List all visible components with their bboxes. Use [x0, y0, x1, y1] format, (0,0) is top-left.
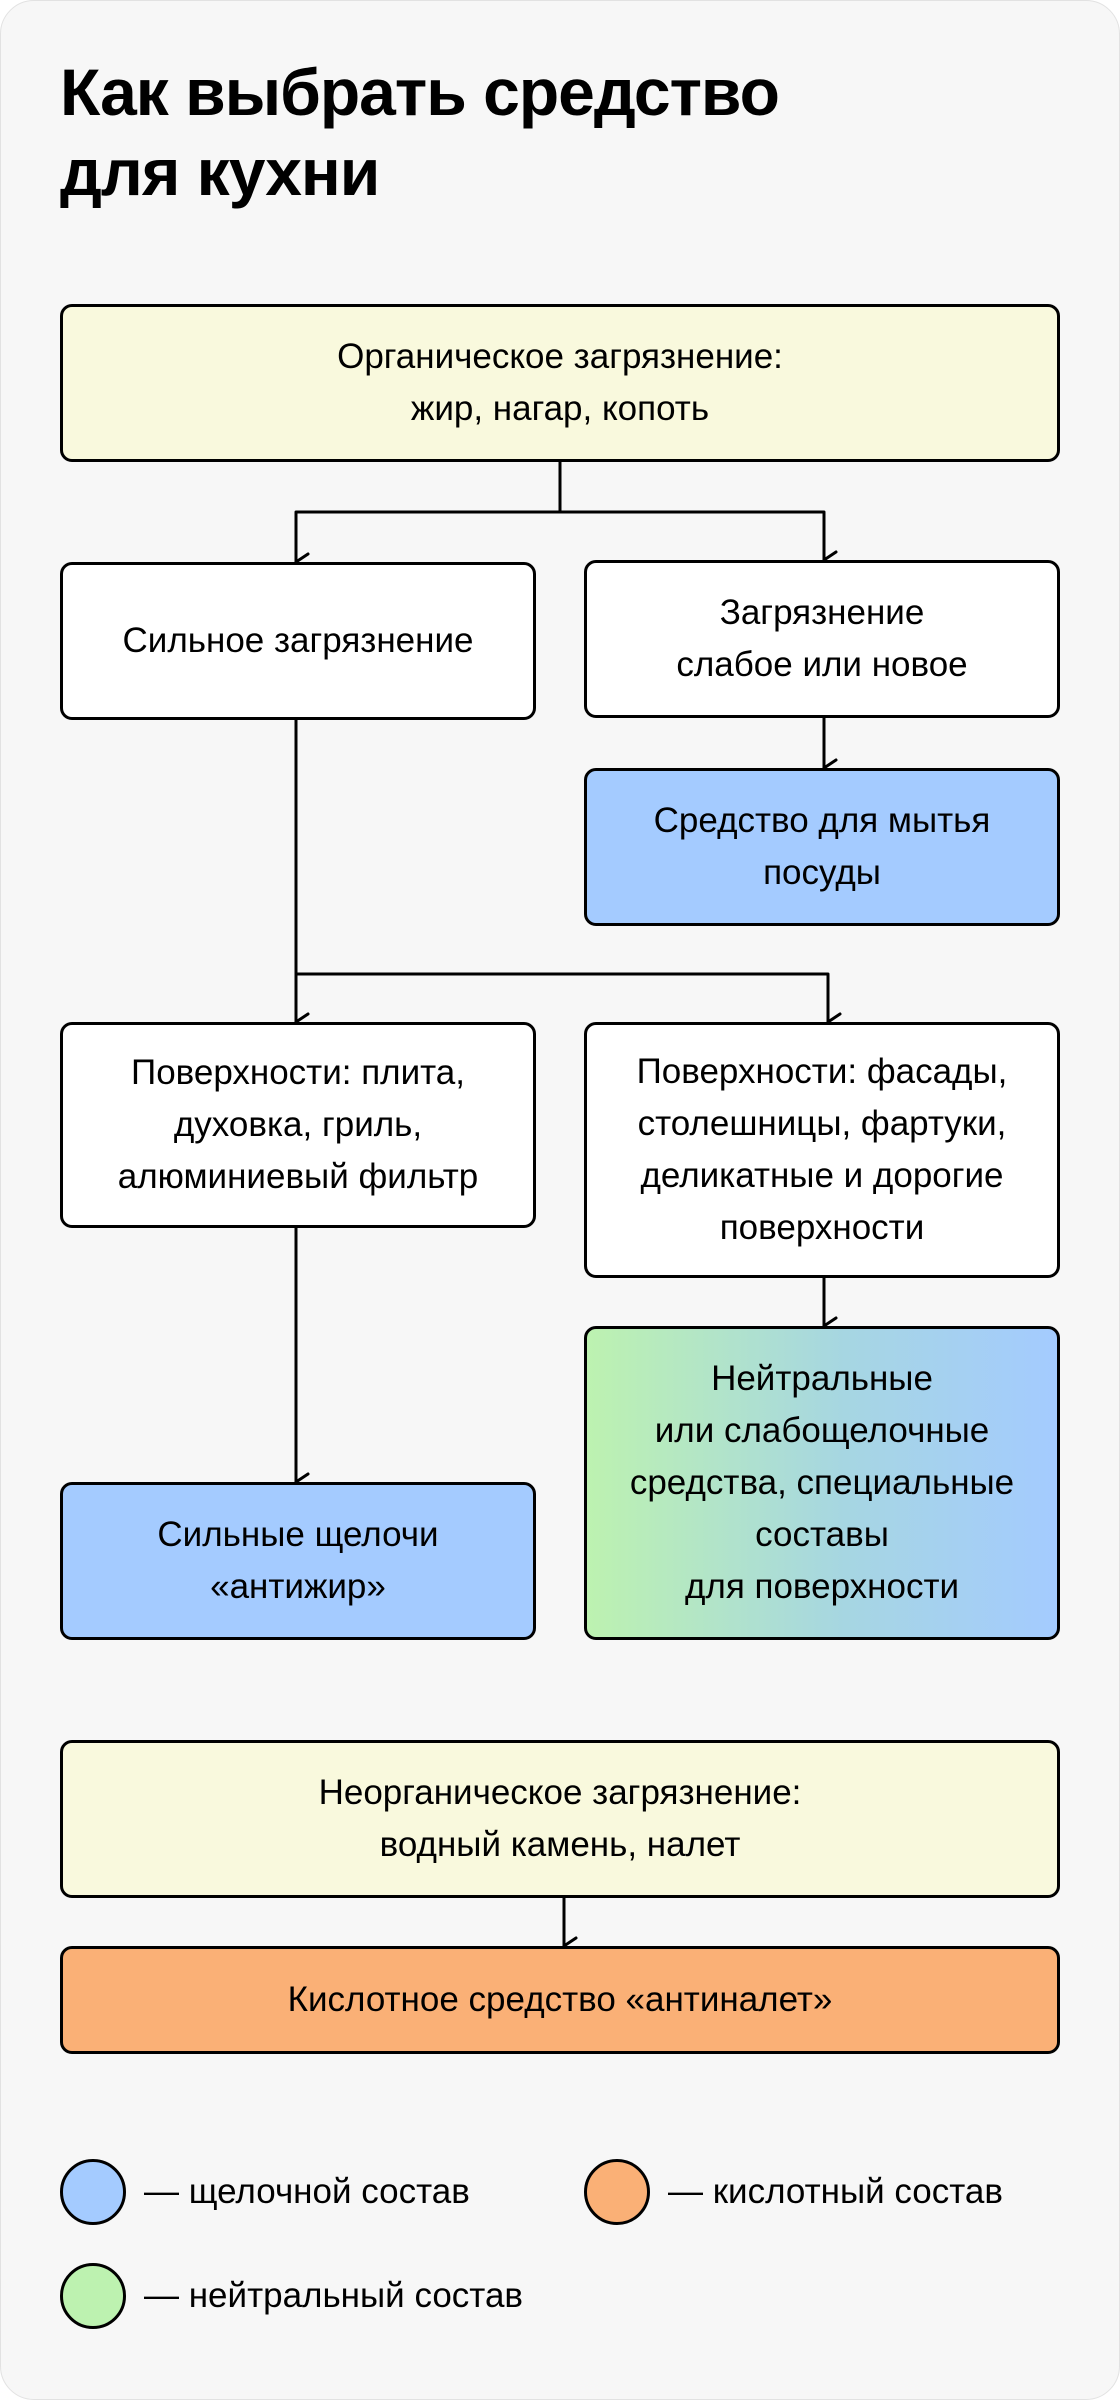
node-dish-soap-line-1: Средство для мытья — [653, 801, 991, 840]
legend-acidic-label: — кислотный состав — [668, 2172, 1003, 2211]
node-neutral-products: Нейтральные или слабощелочные средства, … — [584, 1326, 1060, 1640]
edge-organic-to-weak — [558, 510, 838, 570]
legend-neutral: — нейтральный состав — [60, 2260, 523, 2332]
node-acid-product: Кислотное средство «антиналет» — [60, 1946, 1060, 2054]
title-line-1: Как выбрать средство — [60, 55, 780, 129]
node-inorganic-dirt: Неорганическое загрязнение: водный камен… — [60, 1740, 1060, 1898]
node-inorganic-line-1: Неорганическое загрязнение: — [318, 1773, 802, 1812]
node-dish-soap-line-2: посуды — [763, 853, 881, 892]
node-delicate-line-1: Поверхности: фасады, — [636, 1052, 1008, 1091]
node-neutral-line-1: Нейтральные — [711, 1359, 933, 1398]
node-neutral-line-5: для поверхности — [684, 1567, 960, 1606]
title-line-2: для кухни — [60, 135, 380, 209]
node-strong-dirt: Сильное загрязнение — [60, 562, 536, 720]
node-weak-dirt: Загрязнение слабое или новое — [584, 560, 1060, 718]
node-weak-line-2: слабое или новое — [676, 645, 968, 684]
legend-alkaline-label: — щелочной состав — [144, 2172, 470, 2211]
node-weak-line-1: Загрязнение — [719, 593, 925, 632]
node-hot-line-3: алюминиевый фильтр — [117, 1157, 479, 1196]
node-delicate-line-3: деликатные и дорогие — [640, 1156, 1004, 1195]
node-hot-line-1: Поверхности: плита, — [131, 1053, 465, 1092]
node-hot-line-2: духовка, гриль, — [173, 1105, 423, 1144]
page-title: Как выбрать средство для кухни — [60, 52, 1060, 212]
legend-alkaline-swatch — [60, 2159, 126, 2225]
node-neutral-line-2: или слабощелочные — [654, 1411, 990, 1450]
node-neutral-line-3: средства, специальные — [629, 1463, 1015, 1502]
node-delicate-line-4: поверхности — [719, 1208, 925, 1247]
node-strong-alkali: Сильные щелочи «антижир» — [60, 1482, 536, 1640]
node-delicate-line-2: столешницы, фартуки, — [637, 1104, 1007, 1143]
legend-acidic: — кислотный состав — [584, 2156, 1003, 2228]
node-inorganic-line-2: водный камень, налет — [379, 1825, 741, 1864]
node-neutral-line-4: составы — [755, 1515, 889, 1554]
node-alkali-line-2: «антижир» — [210, 1567, 386, 1606]
node-acid-line-1: Кислотное средство «антиналет» — [287, 1980, 833, 2019]
edge-strong-to-delicate-surfaces — [294, 972, 842, 1032]
node-alkali-line-1: Сильные щелочи — [157, 1515, 439, 1554]
edge-organic-to-strong — [294, 510, 562, 572]
node-delicate-surfaces: Поверхности: фасады, столешницы, фартуки… — [584, 1022, 1060, 1278]
legend-acidic-swatch — [584, 2159, 650, 2225]
node-dish-soap: Средство для мытья посуды — [584, 768, 1060, 926]
node-organic-dirt: Органическое загрязнение: жир, нагар, ко… — [60, 304, 1060, 462]
node-organic-line-1: Органическое загрязнение: — [337, 337, 783, 376]
node-strong-line-1: Сильное загрязнение — [122, 621, 474, 660]
legend-alkaline: — щелочной состав — [60, 2156, 470, 2228]
node-organic-line-2: жир, нагар, копоть — [410, 389, 710, 428]
node-hot-surfaces: Поверхности: плита, духовка, гриль, алюм… — [60, 1022, 536, 1228]
legend-neutral-label: — нейтральный состав — [144, 2276, 524, 2315]
legend-neutral-swatch — [60, 2263, 126, 2329]
